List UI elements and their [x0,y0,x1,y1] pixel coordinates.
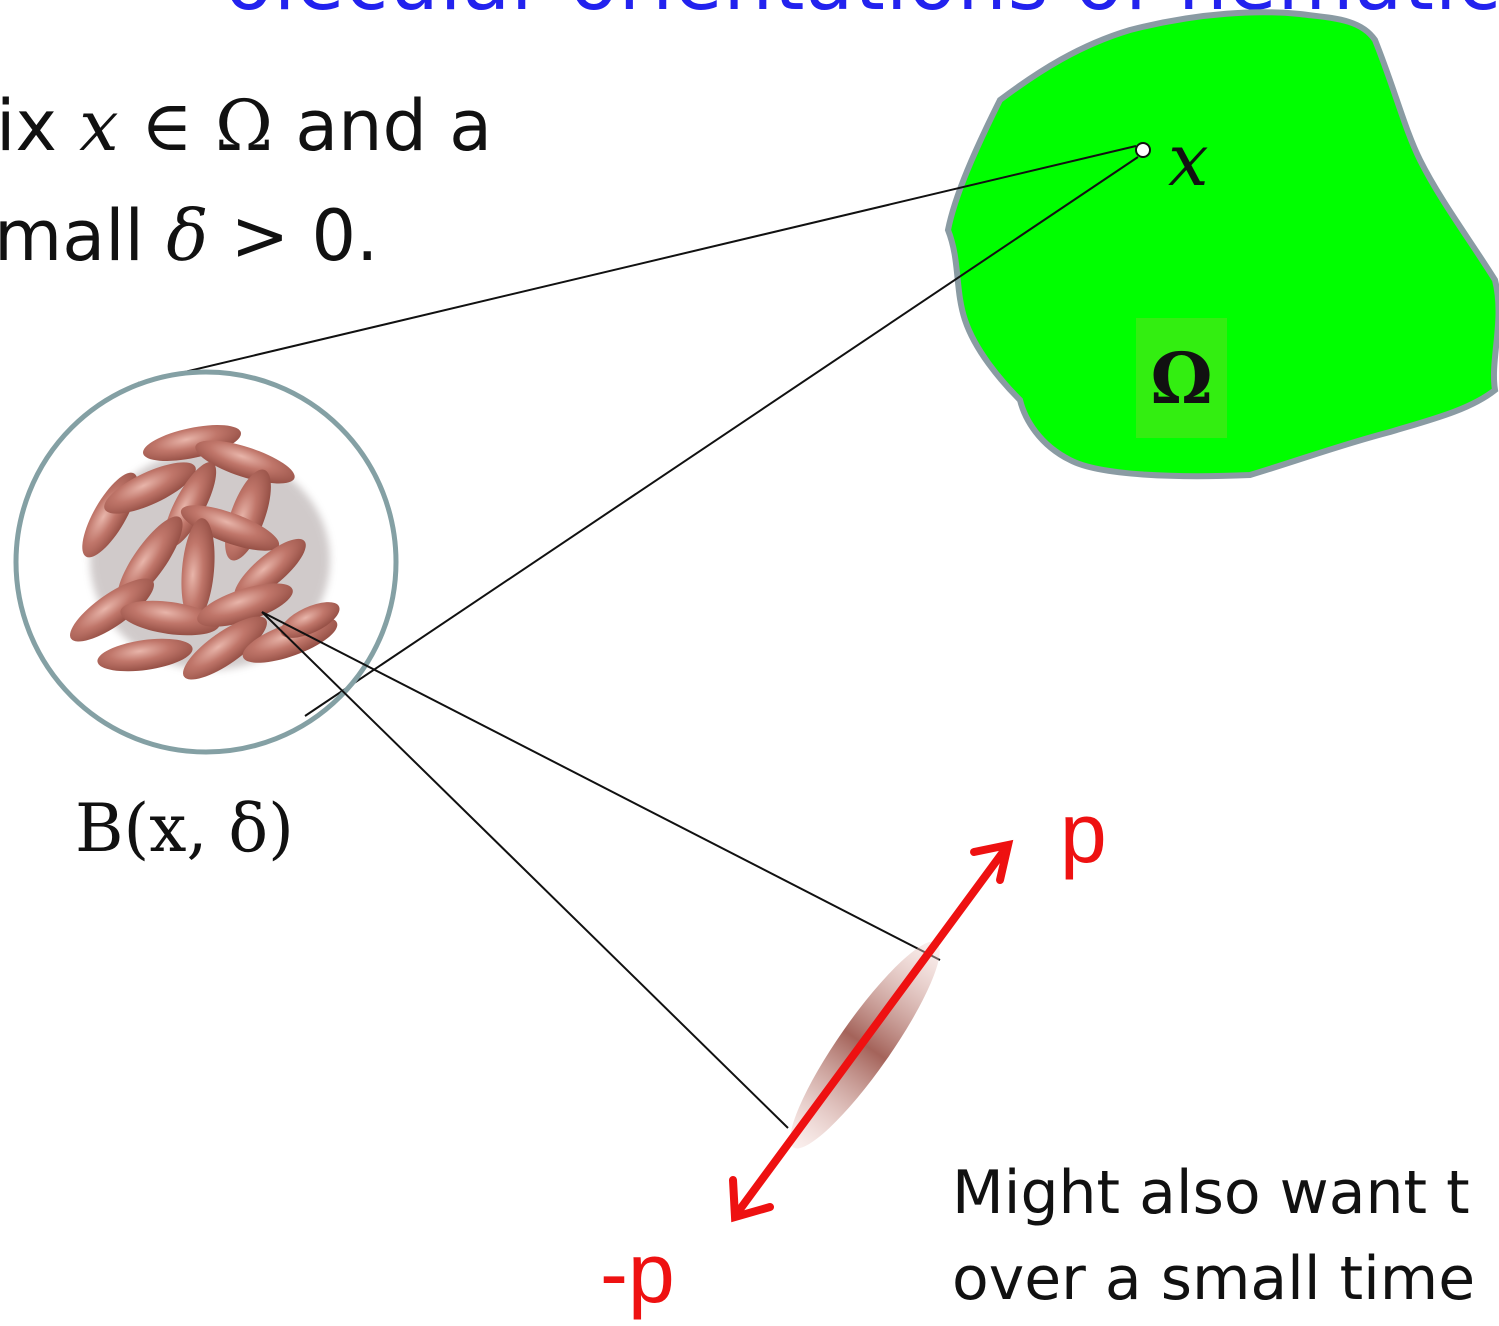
director-p-label: p [1060,786,1107,880]
ball-label: B(x, δ) [75,790,294,867]
text-small: mall [0,195,167,277]
note-line-2: over a small time [952,1244,1476,1314]
note-line-1: Might also want t [952,1158,1470,1228]
domain-omega-label: Ω [1136,318,1227,438]
ball-neighborhood [13,369,399,755]
domain-omega-region [944,9,1499,480]
math-omega: Ω [214,85,273,167]
text-line-1: ix x ∈ Ω and a [0,85,492,167]
text-gt-zero: > 0. [208,195,379,277]
math-in: ∈ [118,85,215,167]
text-fix: ix [0,85,80,167]
text-and-a: and a [272,85,493,167]
zoom-line-upper [137,145,1137,384]
director-arrow [729,839,1014,1223]
math-delta: δ [166,195,209,277]
molecule-zoom-line-lower [261,611,789,1129]
math-x: x [79,85,119,167]
molecule-zoom-line-upper [261,611,941,961]
point-x-label: x [1168,118,1209,202]
point-x-marker [1135,142,1151,158]
director-neg-p-label: -p [600,1226,675,1320]
zoom-line-lower [304,156,1139,717]
molecule-cluster [70,425,340,680]
text-line-2: mall δ > 0. [0,195,378,277]
